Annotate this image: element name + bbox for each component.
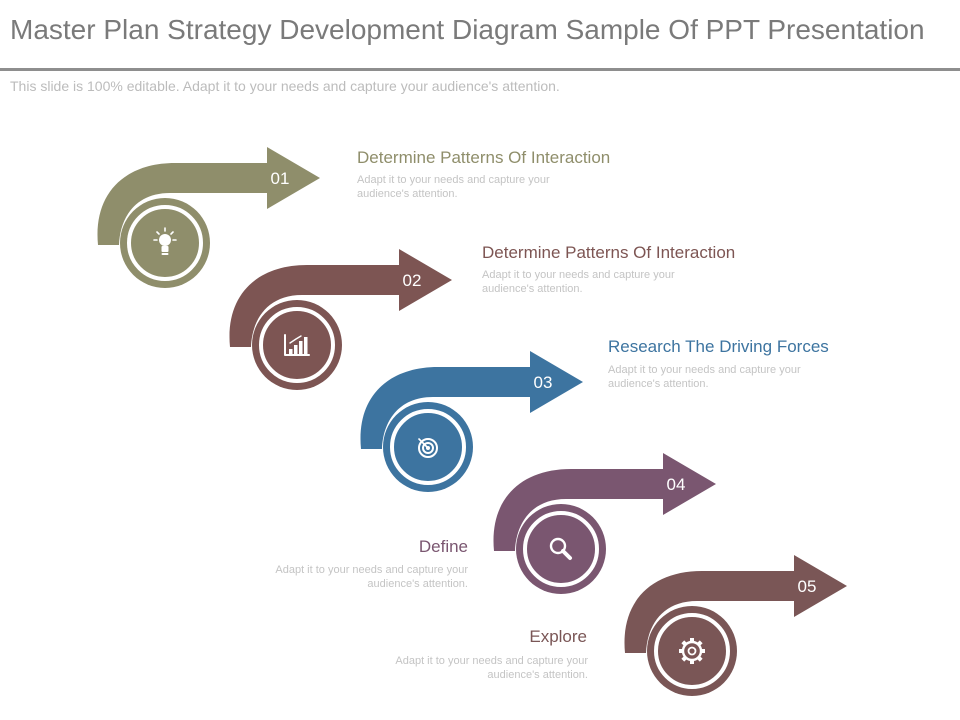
step-4-number: 04	[667, 475, 686, 494]
gear-icon	[679, 638, 705, 664]
step-1-arrow	[97, 147, 321, 245]
step-1-number: 01	[271, 169, 290, 188]
step-2-description: Adapt it to your needs and capture your …	[482, 269, 675, 295]
step-5-circle	[647, 606, 737, 696]
step-3-number: 03	[534, 373, 553, 392]
lightbulb-icon	[153, 227, 177, 255]
step-2-arrow	[229, 249, 452, 347]
step-5-number: 05	[798, 577, 817, 596]
step-5-circle-ring	[654, 613, 730, 689]
slide-subtitle: This slide is 100% editable. Adapt it to…	[10, 78, 560, 94]
step-4-description: Adapt it to your needs and capture your …	[275, 564, 468, 590]
step-2-circle-ring	[259, 307, 335, 383]
step-5-arrow	[624, 555, 847, 653]
step-2-heading: Determine Patterns Of Interaction	[482, 243, 736, 262]
magnifier-icon	[549, 537, 572, 560]
step-1-heading: Determine Patterns Of Interaction	[357, 148, 611, 167]
step-3-arrow	[360, 351, 583, 449]
step-1-circle-ring	[127, 205, 203, 281]
step-3-circle-ring	[390, 409, 466, 485]
step-2-number: 02	[403, 271, 422, 290]
step-5-heading: Explore	[529, 627, 587, 646]
bar-chart-icon	[284, 334, 310, 356]
step-4-arrow	[493, 453, 716, 551]
step-4-circle-ring	[523, 511, 599, 587]
target-icon	[418, 438, 438, 458]
step-4-circle	[516, 504, 606, 594]
step-1-description: Adapt it to your needs and capture your …	[357, 174, 550, 200]
title-divider	[0, 68, 960, 71]
step-5-description: Adapt it to your needs and capture your …	[395, 655, 588, 681]
slide-title: Master Plan Strategy Development Diagram…	[10, 14, 925, 45]
step-3-heading: Research The Driving Forces	[608, 337, 829, 356]
step-4-heading: Define	[418, 537, 468, 556]
step-3-description: Adapt it to your needs and capture your …	[608, 364, 801, 390]
